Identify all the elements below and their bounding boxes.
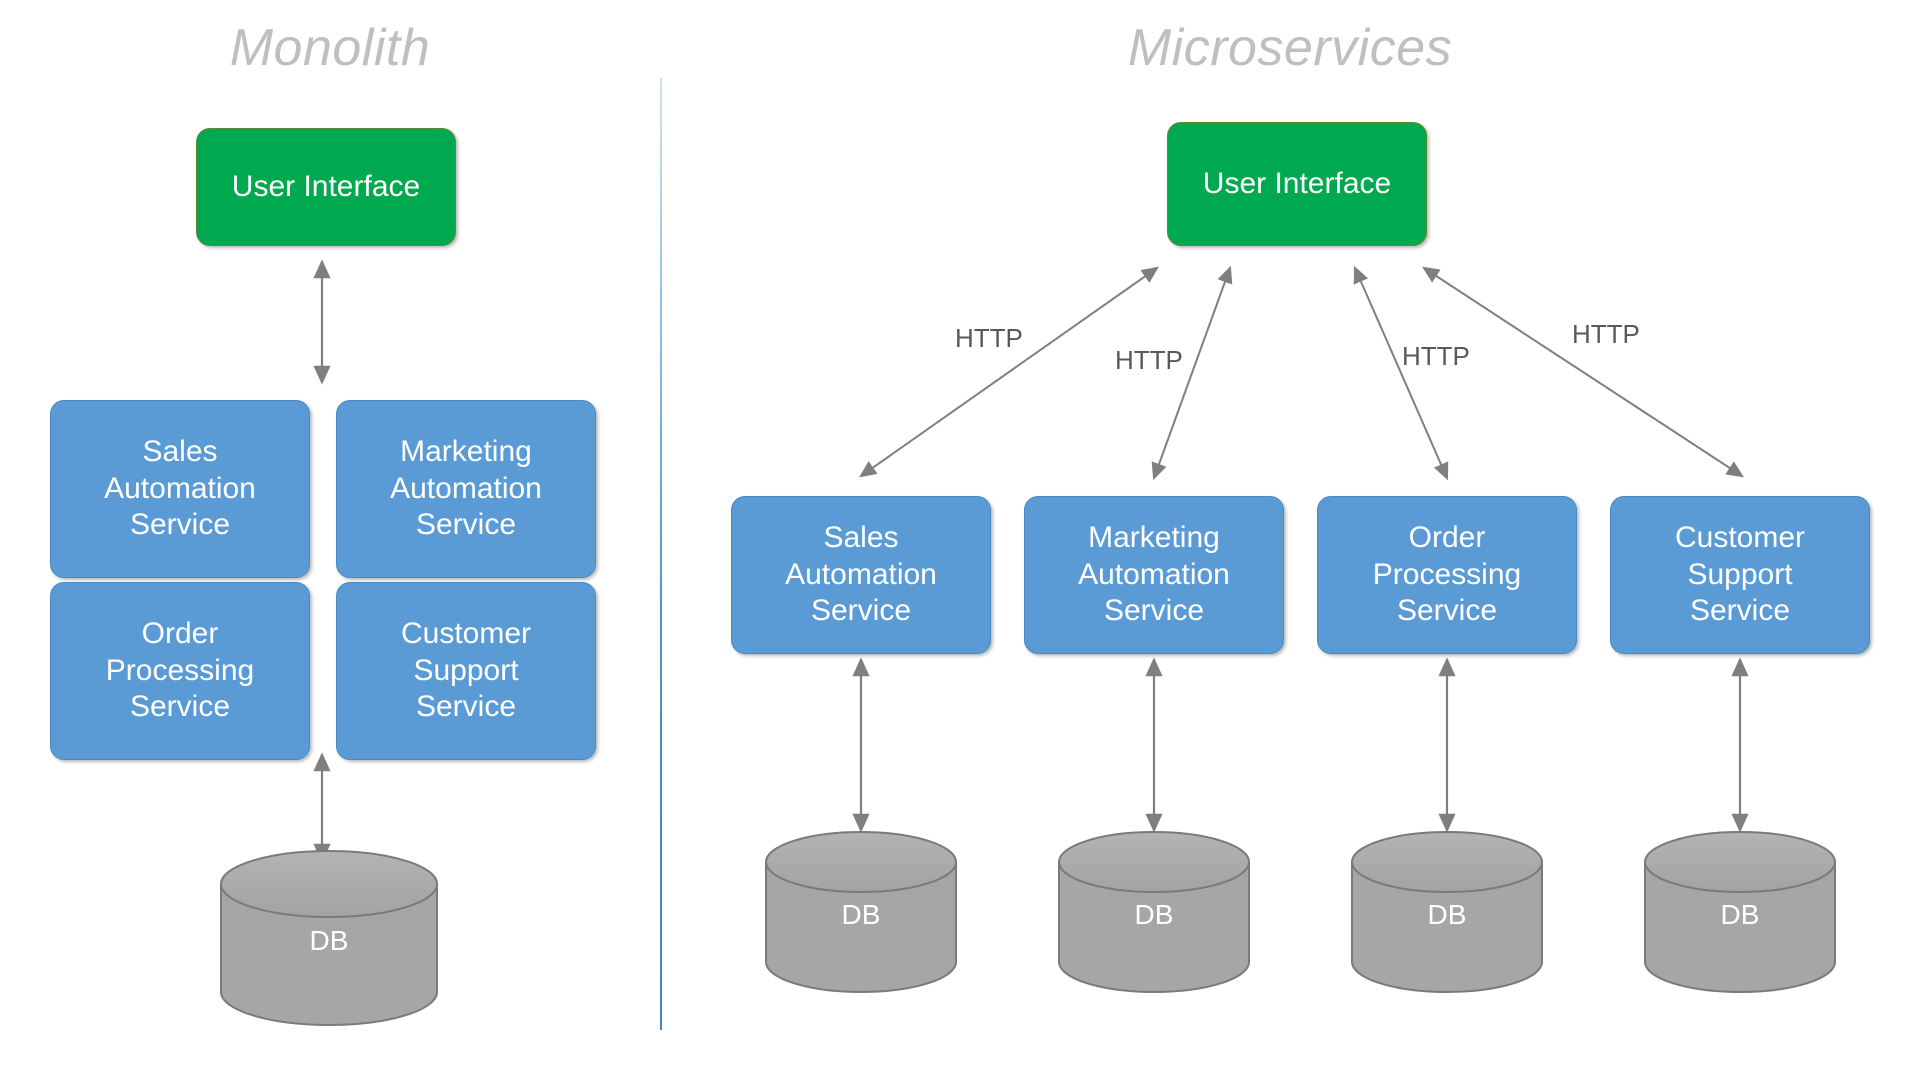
microservice-database-label: DB (841, 899, 881, 931)
monolith-user-interface-box[interactable]: User Interface (196, 128, 456, 246)
monolith-database[interactable]: DB (221, 851, 437, 1025)
monolith-database-label: DB (309, 925, 349, 957)
microservice-label: Order Processing Service (1372, 521, 1522, 628)
microservice-box-marketing-automation[interactable]: Marketing Automation Service (1024, 496, 1284, 654)
microservice-db-cylinder (1644, 831, 1836, 993)
microservice-database-label: DB (1134, 899, 1174, 931)
microservices-user-interface-box[interactable]: User Interface (1167, 122, 1427, 246)
microservice-db-cylinder (1351, 831, 1543, 993)
microservice-label: Sales Automation Service (785, 521, 937, 628)
monolith-service-box-customer-support[interactable]: Customer Support Service (336, 582, 596, 760)
microservice-box-order-processing[interactable]: Order Processing Service (1317, 496, 1577, 654)
panel-title-microservices: Microservices (1127, 19, 1453, 77)
monolith-db-cylinder (220, 850, 438, 1026)
microservices-user-interface-label: User Interface (1202, 166, 1392, 200)
monolith-service-box-order-processing[interactable]: Order Processing Service (50, 582, 310, 760)
http-label-marketing: HTTP (1115, 345, 1183, 375)
microservice-box-sales-automation[interactable]: Sales Automation Service (731, 496, 991, 654)
microservice-database-order[interactable]: DB (1352, 832, 1542, 992)
microservice-database-label: DB (1720, 899, 1760, 931)
microservice-label: Customer Support Service (1674, 521, 1806, 628)
http-label-sales: HTTP (955, 323, 1023, 353)
panel-divider (660, 78, 662, 1030)
http-label-customer: HTTP (1572, 319, 1640, 349)
microservice-box-customer-support[interactable]: Customer Support Service (1610, 496, 1870, 654)
microservice-database-marketing[interactable]: DB (1059, 832, 1249, 992)
monolith-user-interface-label: User Interface (231, 169, 421, 203)
microservice-db-cylinder (1058, 831, 1250, 993)
microservices-db-connectors (852, 657, 1749, 833)
panel-title-monolith: Monolith (229, 19, 431, 77)
monolith-service-label: Marketing Automation Service (390, 435, 542, 542)
monolith-service-box-sales-automation[interactable]: Sales Automation Service (50, 400, 310, 578)
http-label-order: HTTP (1402, 341, 1470, 371)
microservice-label: Marketing Automation Service (1078, 521, 1230, 628)
monolith-service-label: Sales Automation Service (104, 435, 256, 542)
microservice-database-customer[interactable]: DB (1645, 832, 1835, 992)
microservice-database-sales[interactable]: DB (766, 832, 956, 992)
monolith-service-label: Customer Support Service (400, 617, 532, 724)
microservices-http-connectors (859, 265, 1745, 481)
monolith-service-label: Order Processing Service (105, 617, 255, 724)
microservice-database-label: DB (1427, 899, 1467, 931)
microservice-db-cylinder (765, 831, 957, 993)
monolith-service-box-marketing-automation[interactable]: Marketing Automation Service (336, 400, 596, 578)
